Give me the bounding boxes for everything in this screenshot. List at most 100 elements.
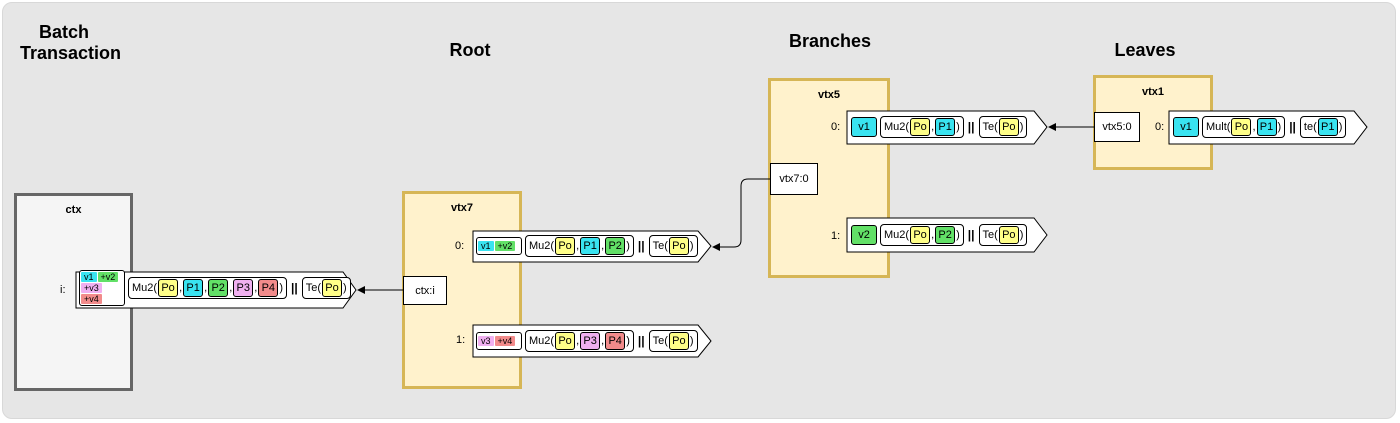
- or-separator: ||: [290, 281, 298, 295]
- func-label: Mu2(: [529, 240, 555, 252]
- value-chip: +v2: [97, 272, 119, 282]
- vtx5-output-1-row: v2 Mu2( Po, P2 ) || Te( Po ): [851, 223, 1028, 247]
- value-chip: v2: [851, 225, 877, 245]
- value-chip: +v4: [494, 336, 516, 346]
- key-chip: P1: [1256, 118, 1277, 136]
- mu2-frame: Mu2( Po, P3, P4 ): [525, 330, 634, 352]
- heading-leaves: Leaves: [1114, 40, 1176, 60]
- vtx7-output-0-row: v1 +v2 Mu2( Po, P1, P2 ) || Te( Po ): [476, 234, 698, 258]
- func-label: Te(: [652, 335, 668, 347]
- value-stack: v3 +v4: [476, 332, 522, 350]
- key-chip: P2: [935, 226, 956, 244]
- key-chip: P1: [935, 118, 956, 136]
- func-label: Mult(: [1206, 121, 1231, 133]
- key-chip: Po: [668, 332, 689, 350]
- mu2-frame: Mu2( Po, P1, P2 ): [525, 235, 634, 257]
- ctx-title: ctx: [65, 204, 82, 216]
- te-frame: Te( Po ): [978, 116, 1028, 138]
- or-separator: ||: [967, 120, 975, 134]
- vtx5-output-0-row: v1 Mu2( Po, P1 ) || Te( Po ): [851, 115, 1028, 139]
- close-paren: ): [1019, 229, 1024, 241]
- func-label: Mu2(: [884, 121, 910, 133]
- key-chip: Po: [1231, 118, 1252, 136]
- key-chip: P1: [580, 237, 601, 255]
- heading-root: Root: [449, 40, 491, 60]
- key-chip: P2: [208, 279, 229, 297]
- vtx7-input-ref: ctx:i: [403, 276, 447, 305]
- value-chip: +v3: [81, 283, 102, 293]
- vtx5-output-0-index: 0:: [831, 121, 841, 133]
- value-chip: v1: [81, 272, 97, 282]
- key-chip: Po: [998, 226, 1019, 244]
- key-chip: Po: [998, 118, 1019, 136]
- te-frame: Te( Po ): [648, 330, 698, 352]
- func-label: te(: [1303, 121, 1317, 133]
- close-paren: ): [626, 240, 630, 252]
- key-chip: P4: [605, 332, 626, 350]
- or-separator: ||: [637, 239, 645, 253]
- key-chip: Po: [555, 332, 576, 350]
- key-chip: Po: [910, 226, 931, 244]
- value-chip: v3: [478, 336, 494, 346]
- close-paren: ): [1019, 121, 1024, 133]
- vtx1-title: vtx1: [1141, 86, 1165, 98]
- te-frame: Te( Po ): [978, 224, 1028, 246]
- value-chip: +v2: [494, 241, 516, 251]
- mu2-frame: Mu2( Po, P2 ): [880, 224, 964, 246]
- close-paren: ): [626, 335, 630, 347]
- func-label: Mu2(: [529, 335, 555, 347]
- close-paren: ): [689, 240, 694, 252]
- vtx5-title: vtx5: [817, 89, 841, 101]
- vtx5-output-1-index: 1:: [831, 230, 841, 242]
- close-paren: ): [689, 335, 694, 347]
- func-label: Mu2(: [884, 229, 910, 241]
- mult-frame: Mult( Po, P1 ): [1202, 116, 1286, 138]
- func-label: Te(: [305, 282, 321, 294]
- or-separator: ||: [1289, 120, 1296, 134]
- func-label: Te(: [982, 121, 998, 133]
- vtx1-output-0-row: v1 Mult( Po, P1 ) || te( P1 ): [1173, 115, 1347, 139]
- te-frame: Te( Po ): [301, 277, 351, 299]
- key-chip: P3: [580, 332, 601, 350]
- ctx-output-row: v1 +v2 +v3 +v4 Mu2( Po, P1, P2, P3, P4 )…: [79, 270, 351, 306]
- key-chip: Po: [555, 237, 576, 255]
- heading-batch-transaction: Batch Transaction: [20, 22, 122, 63]
- vtx1-output-0-index: 0:: [1155, 121, 1165, 133]
- vtx7-output-1-row: v3 +v4 Mu2( Po, P3, P4 ) || Te( Po ): [476, 329, 698, 353]
- close-paren: ): [1338, 121, 1343, 133]
- te-frame: te( P1 ): [1299, 116, 1347, 138]
- or-separator: ||: [637, 334, 645, 348]
- key-chip: P4: [258, 279, 279, 297]
- close-paren: ): [1277, 121, 1282, 133]
- value-chip: v1: [1173, 117, 1199, 137]
- value-chip: v1: [478, 241, 494, 251]
- func-label: Mu2(: [132, 282, 158, 294]
- te-frame: Te( Po ): [648, 235, 698, 257]
- key-chip: P1: [183, 279, 204, 297]
- value-stack: v1 +v2: [476, 237, 522, 255]
- close-paren: ): [956, 229, 960, 241]
- ctx-output-index: i:: [60, 284, 66, 296]
- value-chip: v1: [851, 117, 877, 137]
- close-paren: ): [279, 282, 283, 294]
- value-chip: +v4: [81, 294, 102, 304]
- or-separator: ||: [967, 228, 975, 242]
- vtx7-output-1-index: 1:: [456, 334, 466, 346]
- vtx5-input-ref: vtx7:0: [770, 163, 818, 195]
- key-chip: P3: [233, 279, 254, 297]
- key-chip: Po: [158, 279, 179, 297]
- arrow-vtx70-to-vtx7: [712, 178, 770, 251]
- func-label: Te(: [652, 240, 668, 252]
- key-chip: Po: [668, 237, 689, 255]
- value-stack: v1 +v2 +v3 +v4: [79, 270, 125, 306]
- key-chip: Po: [321, 279, 342, 297]
- mu2-frame: Mu2( Po, P1 ): [880, 116, 964, 138]
- func-label: Te(: [982, 229, 998, 241]
- heading-branches: Branches: [788, 31, 872, 51]
- mu2-frame: Mu2( Po, P1, P2, P3, P4 ): [128, 277, 287, 299]
- key-chip: P2: [605, 237, 626, 255]
- vtx1-input-ref: vtx5:0: [1094, 112, 1140, 142]
- close-paren: ): [956, 121, 960, 133]
- close-paren: ): [342, 282, 347, 294]
